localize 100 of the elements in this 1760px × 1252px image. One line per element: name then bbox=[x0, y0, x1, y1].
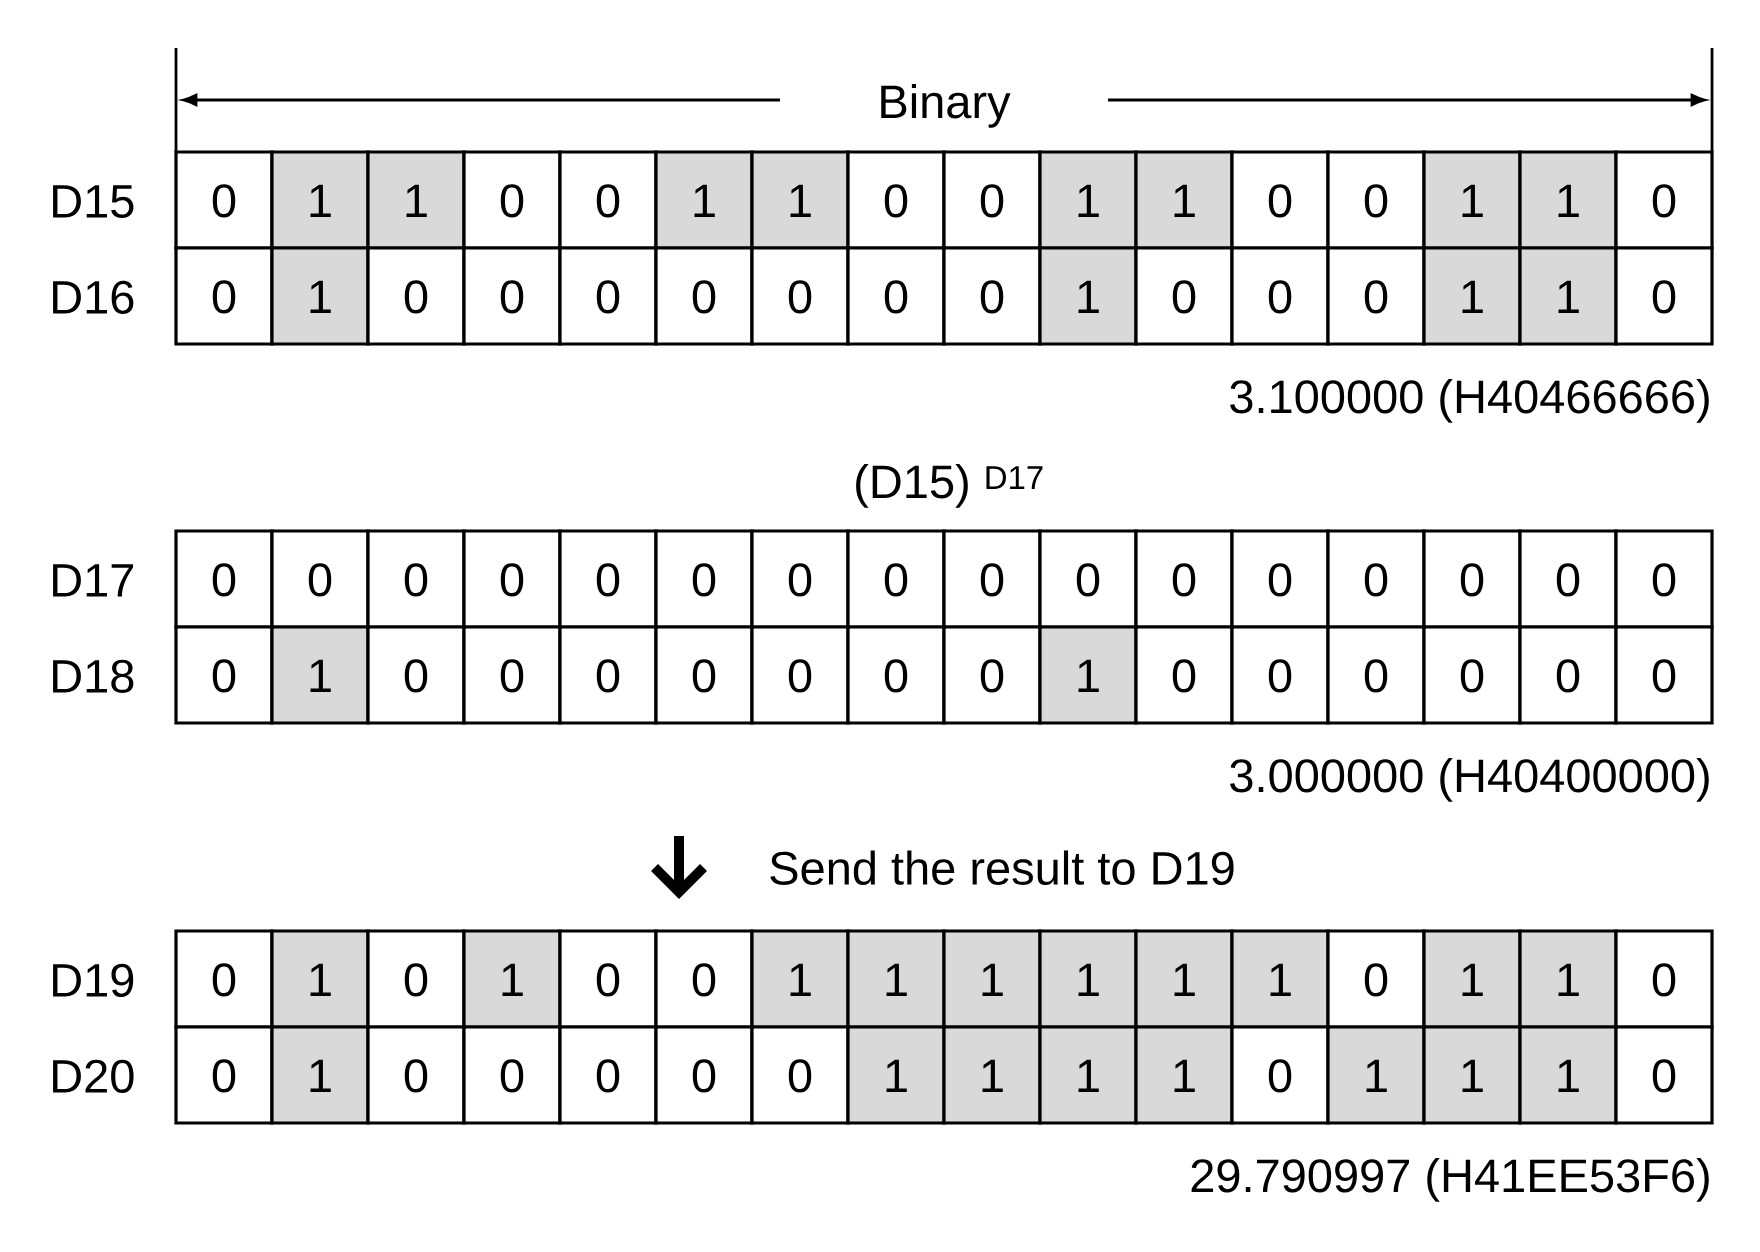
table-cell: 1 bbox=[270, 150, 370, 250]
table-cell: 0 bbox=[558, 529, 658, 629]
table-cell: 1 bbox=[1038, 150, 1138, 250]
table-cell: 0 bbox=[462, 150, 562, 250]
table-cell: 0 bbox=[366, 1025, 466, 1125]
table-cell: 1 bbox=[270, 625, 370, 725]
table-cell: 1 bbox=[1422, 150, 1522, 250]
table-cell: 0 bbox=[366, 529, 466, 629]
table-cell: 0 bbox=[558, 150, 658, 250]
table-cell: 0 bbox=[462, 246, 562, 346]
table-cell: 0 bbox=[462, 529, 562, 629]
table-cell: 0 bbox=[654, 625, 754, 725]
table-cell: 1 bbox=[1038, 625, 1138, 725]
table-cell: 1 bbox=[1518, 929, 1618, 1029]
table-cell: 0 bbox=[174, 625, 274, 725]
formula-label: (D15) $^{D17}$ bbox=[856, 463, 1043, 508]
table-cell: 0 bbox=[654, 529, 754, 629]
table-cell: 1 bbox=[942, 929, 1042, 1029]
table-cell: 0 bbox=[1614, 529, 1714, 629]
table-cell: 0 bbox=[462, 625, 562, 725]
table-cell: 0 bbox=[942, 625, 1042, 725]
table-cell: 0 bbox=[558, 625, 658, 725]
table-cell: 1 bbox=[462, 929, 562, 1029]
table-cell: 1 bbox=[1134, 929, 1234, 1029]
table-cell: 0 bbox=[1518, 625, 1618, 725]
table-cell: 1 bbox=[270, 929, 370, 1029]
table-cell: 0 bbox=[654, 246, 754, 346]
table-cell: 0 bbox=[270, 529, 370, 629]
value-label: 3.000000 (H40400000) bbox=[1230, 757, 1709, 802]
table-cell: 0 bbox=[558, 929, 658, 1029]
table-cell: 1 bbox=[1038, 1025, 1138, 1125]
row-label: D19 bbox=[53, 963, 134, 997]
table-cell: 0 bbox=[750, 529, 850, 629]
table-cell: 0 bbox=[366, 246, 466, 346]
table-cell: 1 bbox=[654, 150, 754, 250]
table-cell: 0 bbox=[1038, 529, 1138, 629]
table-cell: 1 bbox=[750, 929, 850, 1029]
table-cell: 0 bbox=[1614, 246, 1714, 346]
table-cell: 0 bbox=[366, 929, 466, 1029]
table-cell: 0 bbox=[1134, 246, 1234, 346]
table-cell: 0 bbox=[1326, 929, 1426, 1029]
table-cell: 0 bbox=[174, 1025, 274, 1125]
table-cell: 0 bbox=[1230, 1025, 1330, 1125]
table-cell: 0 bbox=[558, 246, 658, 346]
table-cell: 0 bbox=[1326, 150, 1426, 250]
table-cell: 0 bbox=[462, 1025, 562, 1125]
table-cell: 0 bbox=[942, 150, 1042, 250]
table-cell: 0 bbox=[1326, 625, 1426, 725]
table-cell: 1 bbox=[1422, 246, 1522, 346]
table-cell: 1 bbox=[366, 150, 466, 250]
row-label: D18 bbox=[53, 659, 134, 693]
table-cell: 1 bbox=[1422, 929, 1522, 1029]
row-label: D15 bbox=[53, 185, 134, 218]
dimension-label: Binary bbox=[881, 83, 1011, 128]
table-cell: 0 bbox=[1614, 1025, 1714, 1125]
table-cell: 0 bbox=[1230, 150, 1330, 250]
table-cell: 1 bbox=[270, 246, 370, 346]
table-cell: 0 bbox=[750, 246, 850, 346]
table-cell: 1 bbox=[750, 150, 850, 250]
value-label: 29.790997 (H41EE53F6) bbox=[1191, 1157, 1709, 1202]
table-cell: 0 bbox=[846, 625, 946, 725]
table-cell: 0 bbox=[1614, 150, 1714, 250]
table-cell: 0 bbox=[846, 246, 946, 346]
table-cell: 1 bbox=[846, 929, 946, 1029]
table-cell: 1 bbox=[846, 1025, 946, 1125]
table-cell: 1 bbox=[942, 1025, 1042, 1125]
table-cell: 0 bbox=[750, 625, 850, 725]
table-cell: 0 bbox=[174, 529, 274, 629]
table-cell: 0 bbox=[846, 529, 946, 629]
table-cell: 0 bbox=[1230, 529, 1330, 629]
table-cell: 0 bbox=[654, 929, 754, 1029]
table-cell: 0 bbox=[846, 150, 946, 250]
table-cell: 1 bbox=[270, 1025, 370, 1125]
table-cell: 1 bbox=[1230, 929, 1330, 1029]
table-cell: 0 bbox=[1614, 625, 1714, 725]
table-cell: 0 bbox=[1134, 529, 1234, 629]
table-cell: 1 bbox=[1038, 929, 1138, 1029]
value-label: 3.100000 (H40466666) bbox=[1230, 378, 1709, 423]
table-cell: 1 bbox=[1326, 1025, 1426, 1125]
table-cell: 0 bbox=[174, 150, 274, 250]
table-cell: 0 bbox=[1230, 246, 1330, 346]
table-cell: 0 bbox=[1422, 625, 1522, 725]
table-cell: 0 bbox=[1518, 529, 1618, 629]
table-cell: 0 bbox=[1326, 246, 1426, 346]
table-cell: 1 bbox=[1134, 1025, 1234, 1125]
row-label: D17 bbox=[53, 564, 134, 597]
table-cell: 0 bbox=[1614, 929, 1714, 1029]
table-cell: 0 bbox=[1326, 529, 1426, 629]
table-cell: 1 bbox=[1518, 1025, 1618, 1125]
table-cell: 0 bbox=[1230, 625, 1330, 725]
table-cell: 0 bbox=[1134, 625, 1234, 725]
table-cell: 0 bbox=[942, 246, 1042, 346]
table-cell: 0 bbox=[174, 929, 274, 1029]
table-cell: 1 bbox=[1518, 150, 1618, 250]
table-cell: 1 bbox=[1134, 150, 1234, 250]
table-cell: 0 bbox=[366, 625, 466, 725]
table-cell: 0 bbox=[558, 1025, 658, 1125]
table-cell: 0 bbox=[654, 1025, 754, 1125]
row-label: D20 bbox=[53, 1059, 134, 1093]
table-cell: 1 bbox=[1518, 246, 1618, 346]
